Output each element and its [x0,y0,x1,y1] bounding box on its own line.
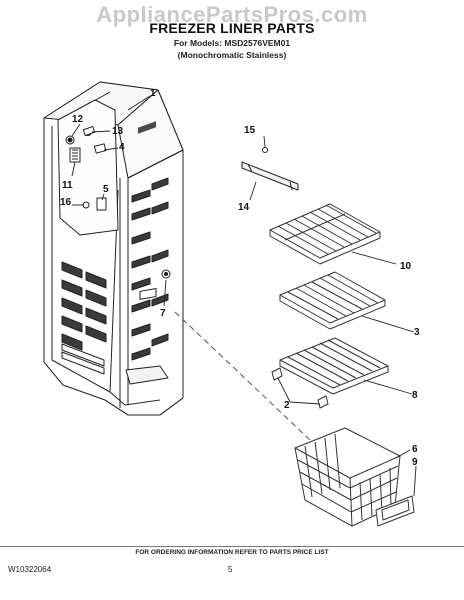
callout-6: 6 [412,444,418,455]
callout-16: 16 [60,197,72,208]
freezer-liner [43,81,184,416]
callout-7: 7 [160,308,166,319]
bracket-4 [93,143,107,154]
callout-4: 4 [119,142,125,153]
leader-10 [351,251,397,265]
callout-2: 2 [284,400,290,411]
wire-shelf-10 [269,203,381,265]
clip-5 [96,197,107,211]
callout-9: 9 [412,457,418,468]
basket-front-9 [375,495,415,527]
leader-7 [163,279,167,307]
assembly-line [174,311,311,441]
leader-11 [71,161,76,177]
page-number: 5 [228,565,233,574]
leader-3 [361,315,415,333]
screw-15 [262,147,268,153]
leader-4 [103,147,119,151]
end-cap-2b [317,395,329,409]
model-variant: (Monochromatic Stainless) [177,50,287,60]
leader-13 [91,130,111,133]
leader-1 [127,95,151,111]
leader-5 [101,193,105,201]
callout-15: 15 [244,125,256,136]
leader-6 [395,449,411,459]
end-cap-2a [271,367,283,381]
document-number: W10322064 [8,565,52,574]
leader-8 [363,379,413,395]
leader-14 [249,181,257,201]
wire-shelf-3 [279,271,386,330]
callout-8: 8 [412,390,418,401]
model-number: For Models: MSD2576VEM01 [173,38,291,48]
callout-3: 3 [414,327,420,338]
callout-14: 14 [238,202,250,213]
callout-5: 5 [103,184,109,195]
wire-shelf-8 [271,337,389,409]
callout-12: 12 [72,114,84,125]
page-title: FREEZER LINER PARTS [149,20,315,36]
callout-13: 13 [112,126,124,137]
callout-11: 11 [62,180,73,191]
leader-15 [263,135,266,148]
wire-basket [294,427,401,527]
callout-10: 10 [400,261,412,272]
watermark: AppliancePartsPros.com [96,2,368,27]
footer-divider [0,546,464,547]
leader-2 [277,377,321,405]
leader-12 [71,123,81,137]
shelf-bracket [241,147,299,191]
callout-1: 1 [150,88,156,99]
ordering-note: FOR ORDERING INFORMATION REFER TO PARTS … [135,549,329,556]
leader-9 [413,465,417,497]
